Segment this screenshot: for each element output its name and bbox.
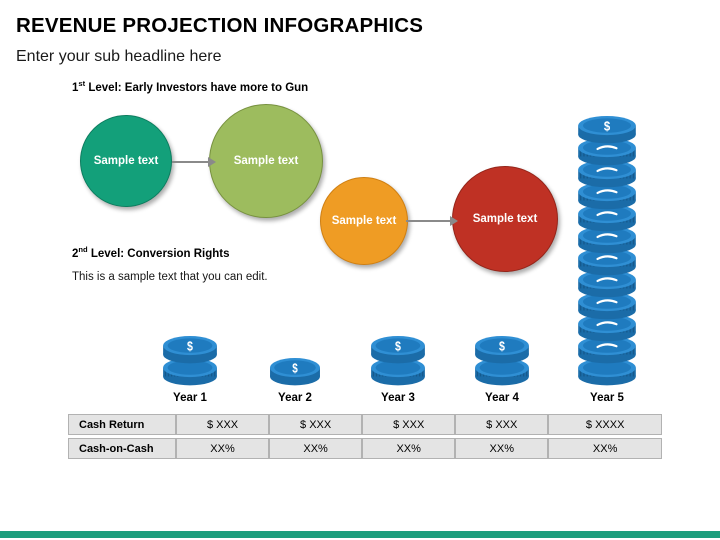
coin-icon bbox=[577, 334, 637, 364]
table-cell-r1-c3: $ XXX bbox=[362, 414, 456, 435]
level2-ordinal: 2 bbox=[72, 248, 79, 260]
table-cell-r1-c1: $ XXX bbox=[176, 414, 270, 435]
level2-heading: 2nd Level: Conversion Rights bbox=[72, 245, 230, 260]
page-title: REVENUE PROJECTION INFOGRAPHICS bbox=[16, 14, 424, 37]
arrow-right-icon-1 bbox=[172, 157, 216, 167]
table-cell-r1-c4: $ XXX bbox=[455, 414, 549, 435]
table-cell-r2-c4: XX% bbox=[455, 438, 549, 459]
bubble-orange-label: Sample text bbox=[331, 214, 397, 227]
table-cell-r1-c2: $ XXX bbox=[269, 414, 363, 435]
level1-ordinal: 1 bbox=[72, 82, 79, 94]
coin-icon: $ bbox=[269, 356, 321, 386]
table-row-label: Cash Return bbox=[68, 414, 176, 435]
coin-icon: $ bbox=[370, 334, 426, 364]
bottom-accent-bar bbox=[0, 531, 720, 538]
coin-icon bbox=[577, 136, 637, 166]
coin-icon: $ bbox=[577, 114, 637, 144]
coin-icon bbox=[577, 290, 637, 320]
level2-ordinal-suffix: nd bbox=[78, 245, 88, 255]
arrow-shaft bbox=[172, 161, 208, 163]
level1-ordinal-suffix: st bbox=[78, 79, 86, 89]
arrow-head bbox=[450, 216, 458, 226]
svg-text:$: $ bbox=[499, 338, 505, 353]
coin-icon bbox=[577, 180, 637, 210]
table-row-label: Cash-on-Cash bbox=[68, 438, 176, 459]
table-cell-r2-c2: XX% bbox=[269, 438, 363, 459]
coin-icon bbox=[577, 356, 637, 386]
year-label-4: Year 4 bbox=[485, 392, 519, 404]
coin-icon bbox=[577, 268, 637, 298]
bubble-green[interactable]: Sample text bbox=[209, 104, 323, 218]
svg-text:$: $ bbox=[292, 362, 298, 375]
coin-icon bbox=[474, 356, 530, 386]
svg-text:$: $ bbox=[395, 338, 401, 353]
year-label-3: Year 3 bbox=[381, 392, 415, 404]
svg-text:$: $ bbox=[604, 119, 611, 134]
bubble-green-label: Sample text bbox=[233, 154, 299, 167]
arrow-head bbox=[208, 157, 216, 167]
level1-heading: 1st Level: Early Investors have more to … bbox=[72, 79, 309, 94]
coin-icon bbox=[577, 158, 637, 188]
year-label-5: Year 5 bbox=[590, 392, 624, 404]
level2-heading-text: Level: Conversion Rights bbox=[87, 248, 230, 260]
table-row: Cash Return$ XXX$ XXX$ XXX$ XXX$ XXXX bbox=[68, 414, 662, 435]
coin-icon bbox=[577, 312, 637, 342]
bubble-orange[interactable]: Sample text bbox=[320, 177, 408, 265]
coin-icon bbox=[577, 224, 637, 254]
level1-heading-text: Level: Early Investors have more to Gun bbox=[85, 82, 309, 94]
arrow-shaft bbox=[406, 220, 450, 222]
coin-icon: $ bbox=[474, 334, 530, 364]
bubble-teal-label: Sample text bbox=[93, 154, 159, 167]
coin-stack-year-1: $ bbox=[162, 334, 218, 386]
level2-body-text: This is a sample text that you can edit. bbox=[72, 271, 268, 283]
coin-stack-year-4: $ bbox=[474, 334, 530, 386]
table-cell-r1-c5: $ XXXX bbox=[548, 414, 662, 435]
coin-icon bbox=[370, 356, 426, 386]
arrow-right-icon-2 bbox=[406, 216, 458, 226]
year-label-2: Year 2 bbox=[278, 392, 312, 404]
table-cell-r2-c1: XX% bbox=[176, 438, 270, 459]
coin-stack-year-5: $ bbox=[577, 114, 637, 386]
table-cell-r2-c3: XX% bbox=[362, 438, 456, 459]
svg-text:$: $ bbox=[187, 338, 193, 353]
table-cell-r2-c5: XX% bbox=[548, 438, 662, 459]
coin-stack-year-2: $ bbox=[269, 356, 321, 386]
coin-icon bbox=[577, 202, 637, 232]
page-subtitle: Enter your sub headline here bbox=[16, 48, 222, 65]
coin-icon: $ bbox=[162, 334, 218, 364]
bubble-red[interactable]: Sample text bbox=[452, 166, 558, 272]
coin-icon bbox=[162, 356, 218, 386]
bubble-teal[interactable]: Sample text bbox=[80, 115, 172, 207]
year-label-1: Year 1 bbox=[173, 392, 207, 404]
bubble-red-label: Sample text bbox=[472, 212, 538, 225]
coin-stack-year-3: $ bbox=[370, 334, 426, 386]
coin-icon bbox=[577, 246, 637, 276]
